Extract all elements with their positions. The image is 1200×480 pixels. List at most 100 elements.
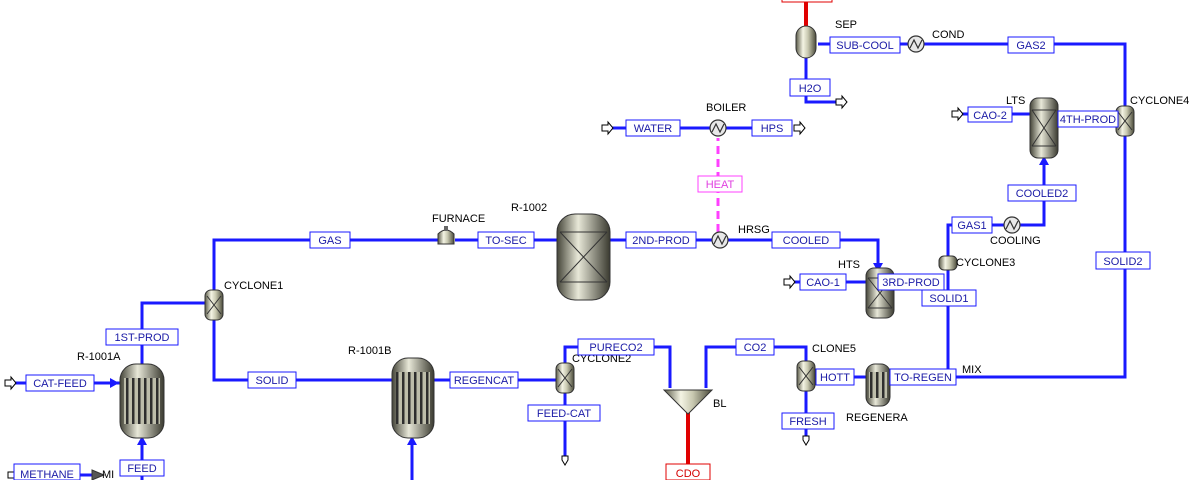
terminal-arrow: [835, 94, 848, 110]
stream-box[interactable]: [781, 412, 835, 430]
stream-box[interactable]: [449, 371, 519, 389]
unit-label-mixer: MI: [102, 469, 114, 480]
stream-label-h2o: H2O: [799, 83, 822, 95]
arrow-head: [1039, 156, 1049, 165]
stream-label-cooled: COOLED: [783, 235, 830, 247]
stream-label-feed-cat: FEED-CAT: [537, 408, 591, 420]
stream-box[interactable]: [105, 328, 179, 346]
stream-box[interactable]: [877, 273, 945, 291]
unit-label-regenera: REGENERA: [846, 412, 908, 424]
stream-box[interactable]: [789, 78, 831, 97]
terminal-arrow: [561, 455, 569, 466]
unit-label-bl: BL: [713, 398, 726, 410]
terminal-arrow: [601, 120, 614, 136]
cond-heater[interactable]: [907, 35, 925, 53]
solid2-to-regen-line[interactable]: [890, 135, 1127, 379]
stream-label-solid1: SOLID1: [929, 293, 968, 305]
stream-box[interactable]: [771, 231, 841, 249]
bl-mixer[interactable]: [662, 389, 714, 415]
stream-label-water: WATER: [634, 123, 673, 135]
stream-label-methane: METHANE: [20, 469, 74, 480]
unit-label-cond: COND: [932, 29, 964, 41]
gas2-line[interactable]: [924, 42, 1127, 106]
stream-box[interactable]: [815, 368, 855, 386]
terminal-arrow: [4, 375, 17, 391]
cdo-box[interactable]: [665, 463, 711, 480]
stream-box[interactable]: [735, 338, 775, 356]
stream-label-heat: HEAT: [706, 179, 735, 191]
stream-label-pureco2: PURECO2: [589, 342, 642, 354]
stream-box[interactable]: [921, 289, 977, 307]
stream-label-to-regen: TO-REGEN: [894, 372, 952, 384]
arrow-head: [137, 436, 147, 445]
gas-line[interactable]: [212, 238, 438, 292]
solid-line[interactable]: [212, 318, 392, 382]
sep-overhead-label-box: [781, 0, 833, 3]
cyclone4-unit[interactable]: [1115, 105, 1135, 137]
stream-label-3rd-prod: 3RD-PROD: [882, 277, 940, 289]
r1001a-reactor[interactable]: [119, 363, 165, 439]
unit-label-r1002: R-1002: [511, 202, 547, 214]
stream-box[interactable]: [1095, 251, 1151, 270]
stream-box[interactable]: [967, 106, 1013, 123]
stream-label-cooled2: COOLED2: [1016, 188, 1069, 200]
stream-label-cao1: CAO-1: [806, 277, 840, 289]
cooling-heater[interactable]: [1003, 216, 1021, 234]
stream-box[interactable]: [477, 231, 535, 249]
stream-label-solid2: SOLID2: [1103, 256, 1142, 268]
methane-mixer[interactable]: [91, 469, 106, 480]
arrow-head: [407, 436, 417, 445]
stream-box[interactable]: [13, 463, 81, 480]
stream-box[interactable]: [1057, 110, 1119, 128]
stream-label-1st-prod: 1ST-PROD: [114, 332, 169, 344]
stream-box[interactable]: [1007, 36, 1055, 54]
stream-box[interactable]: [829, 36, 901, 54]
lts-reactor[interactable]: [1029, 97, 1059, 159]
stream-box[interactable]: [951, 216, 993, 234]
furnace-unit[interactable]: [437, 226, 455, 245]
clone5-unit[interactable]: [796, 360, 816, 392]
h2o-line[interactable]: [804, 58, 836, 104]
r1002-reactor[interactable]: [556, 213, 611, 301]
arrow-head: [110, 378, 119, 388]
stream-label-to-sec: TO-SEC: [485, 235, 526, 247]
stream-box[interactable]: [577, 338, 655, 356]
boiler-heater[interactable]: [709, 119, 727, 137]
cyclone1-unit[interactable]: [204, 289, 224, 321]
stream-box[interactable]: [1007, 184, 1077, 202]
sep-drum[interactable]: [795, 25, 817, 59]
unit-label-r1001a: R-1001A: [77, 351, 121, 363]
stream-box[interactable]: [625, 231, 697, 249]
stream-box[interactable]: [889, 368, 957, 386]
stream-label-co2: CO2: [744, 342, 767, 354]
stream-box[interactable]: [25, 374, 95, 392]
stream-label-gas: GAS: [318, 235, 341, 247]
stream-label-hps: HPS: [761, 123, 784, 135]
stream-label-texts: SUB-COOL GAS2 H2O WATER HPS CAO-2 4TH-PR…: [20, 40, 1142, 480]
stream-box[interactable]: [247, 371, 297, 389]
unit-label-clone5: CLONE5: [812, 343, 856, 355]
regenera-reactor[interactable]: [865, 363, 891, 407]
stream-label-cdo: CDO: [676, 468, 701, 480]
unit-label-lts: LTS: [1006, 95, 1025, 107]
heat-box[interactable]: [697, 175, 743, 193]
cyclone2-unit[interactable]: [555, 362, 575, 394]
stream-label-solid: SOLID: [255, 375, 288, 387]
cooled2-line[interactable]: [1020, 158, 1046, 227]
unit-label-cyclone1: CYCLONE1: [224, 280, 283, 292]
stream-box[interactable]: [625, 119, 681, 137]
cyclone3-unit[interactable]: [938, 255, 958, 271]
stream-label-gas1: GAS1: [957, 220, 986, 232]
stream-label-feed: FEED: [127, 463, 156, 475]
stream-box[interactable]: [309, 231, 351, 249]
unit-label-mix: MIX: [962, 364, 982, 376]
unit-label-hrsg: HRSG: [738, 224, 770, 236]
stream-box[interactable]: [527, 404, 601, 422]
stream-box[interactable]: [119, 459, 165, 477]
stream-box[interactable]: [799, 273, 847, 291]
stream-box[interactable]: [751, 119, 793, 137]
stream-label-fresh: FRESH: [789, 416, 826, 428]
hrsg-heater[interactable]: [711, 231, 729, 249]
r1001b-reactor[interactable]: [391, 357, 435, 439]
